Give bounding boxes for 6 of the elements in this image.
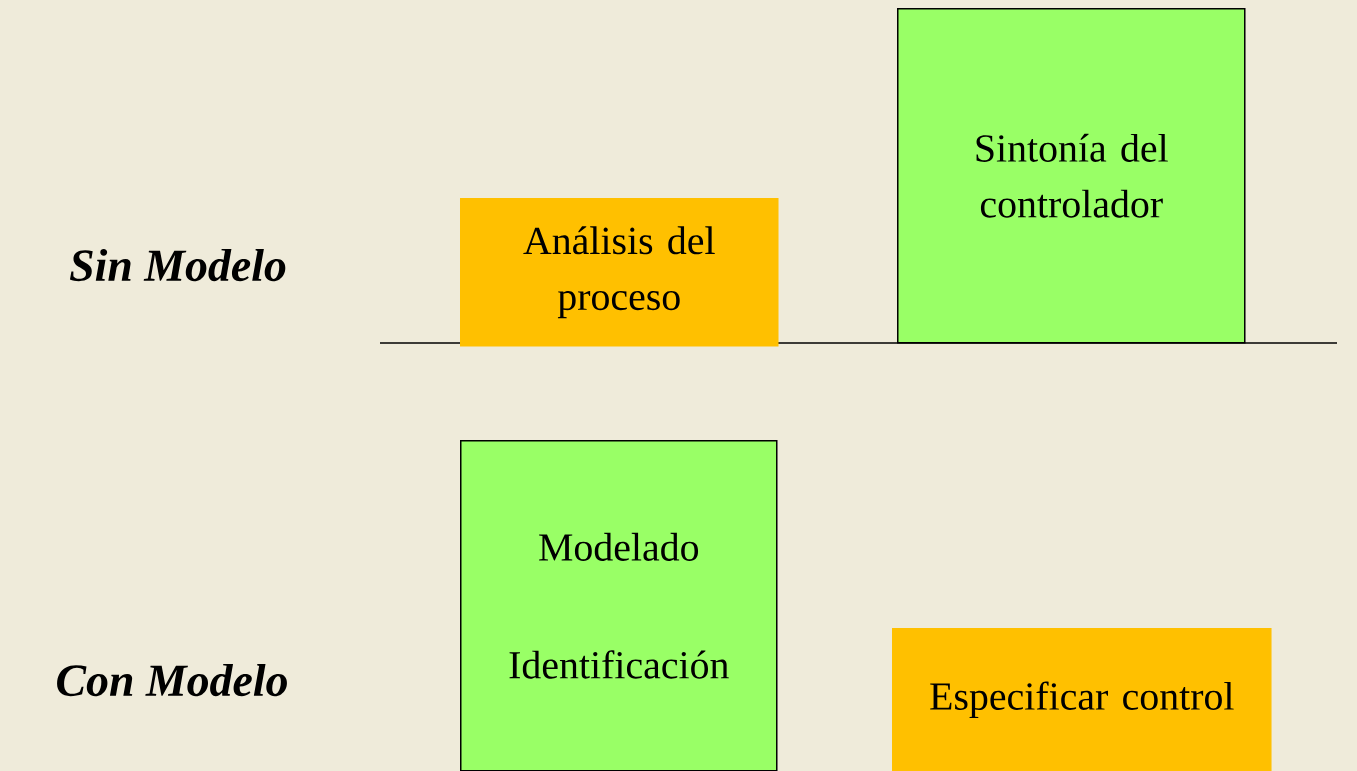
process-box: Sintonía del controlador	[897, 8, 1246, 344]
row-label: Sin Modelo	[69, 248, 286, 282]
process-box: Análisis del proceso	[460, 198, 779, 347]
row-label: Con Modelo	[57, 663, 287, 697]
process-box: Especificar control	[892, 628, 1272, 771]
process-box: Modelado Identificación	[460, 440, 778, 771]
